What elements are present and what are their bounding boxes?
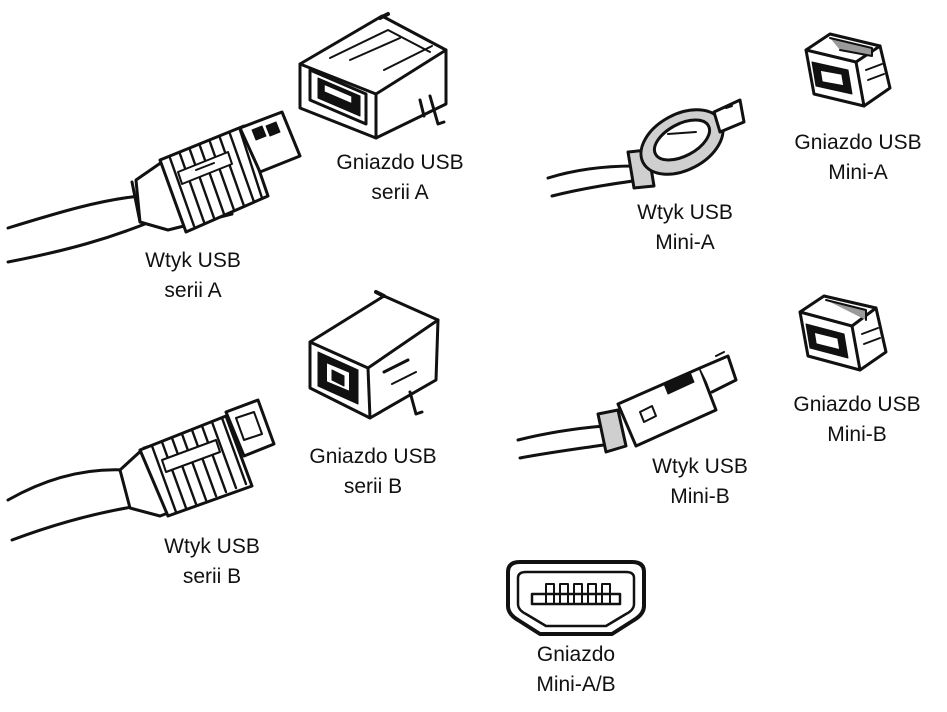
label-line: Gniazdo: [536, 643, 616, 666]
label-socket-mini-b: Gniazdo USB Mini-B: [793, 390, 920, 450]
usb-mini-a-plug-icon: [546, 98, 746, 198]
label-line: serii A: [371, 181, 429, 204]
label-plug-mini-a: Wtyk USB Mini-A: [637, 198, 733, 258]
usb-mini-b-socket-icon: [798, 294, 888, 372]
label-line: Gniazdo USB: [336, 151, 464, 174]
label-socket-mini-ab: Gniazdo Mini-A/B: [536, 640, 615, 700]
label-line: serii B: [343, 475, 403, 498]
label-line: Wtyk USB: [164, 535, 260, 558]
label-line: Mini-A: [655, 231, 715, 254]
label-line: Gniazdo USB: [793, 393, 921, 416]
label-line: Mini-A/B: [536, 673, 616, 696]
label-socket-a: Gniazdo USB serii A: [336, 148, 463, 208]
label-line: Mini-A: [828, 161, 888, 184]
label-line: serii A: [164, 279, 222, 302]
label-line: serii B: [182, 565, 242, 588]
label-line: Wtyk USB: [637, 201, 733, 224]
label-socket-b: Gniazdo USB serii B: [309, 442, 436, 502]
label-line: Wtyk USB: [652, 455, 748, 478]
label-plug-mini-b: Wtyk USB Mini-B: [652, 452, 748, 512]
usb-a-socket-icon: [298, 12, 448, 140]
usb-a-plug-icon: [6, 110, 302, 264]
label-line: Gniazdo USB: [794, 131, 922, 154]
usb-b-plug-icon: [6, 398, 276, 542]
label-line: Mini-B: [670, 485, 730, 508]
usb-mini-b-plug-icon: [516, 351, 738, 460]
usb-b-socket-icon: [308, 290, 440, 420]
label-line: Mini-B: [827, 423, 887, 446]
usb-mini-ab-socket-icon: [506, 560, 646, 636]
label-line: Gniazdo USB: [309, 445, 437, 468]
usb-mini-a-socket-icon: [804, 32, 892, 108]
label-plug-a: Wtyk USB serii A: [145, 246, 241, 306]
label-socket-mini-a: Gniazdo USB Mini-A: [794, 128, 921, 188]
label-line: Wtyk USB: [145, 249, 241, 272]
label-plug-b: Wtyk USB serii B: [164, 532, 260, 592]
